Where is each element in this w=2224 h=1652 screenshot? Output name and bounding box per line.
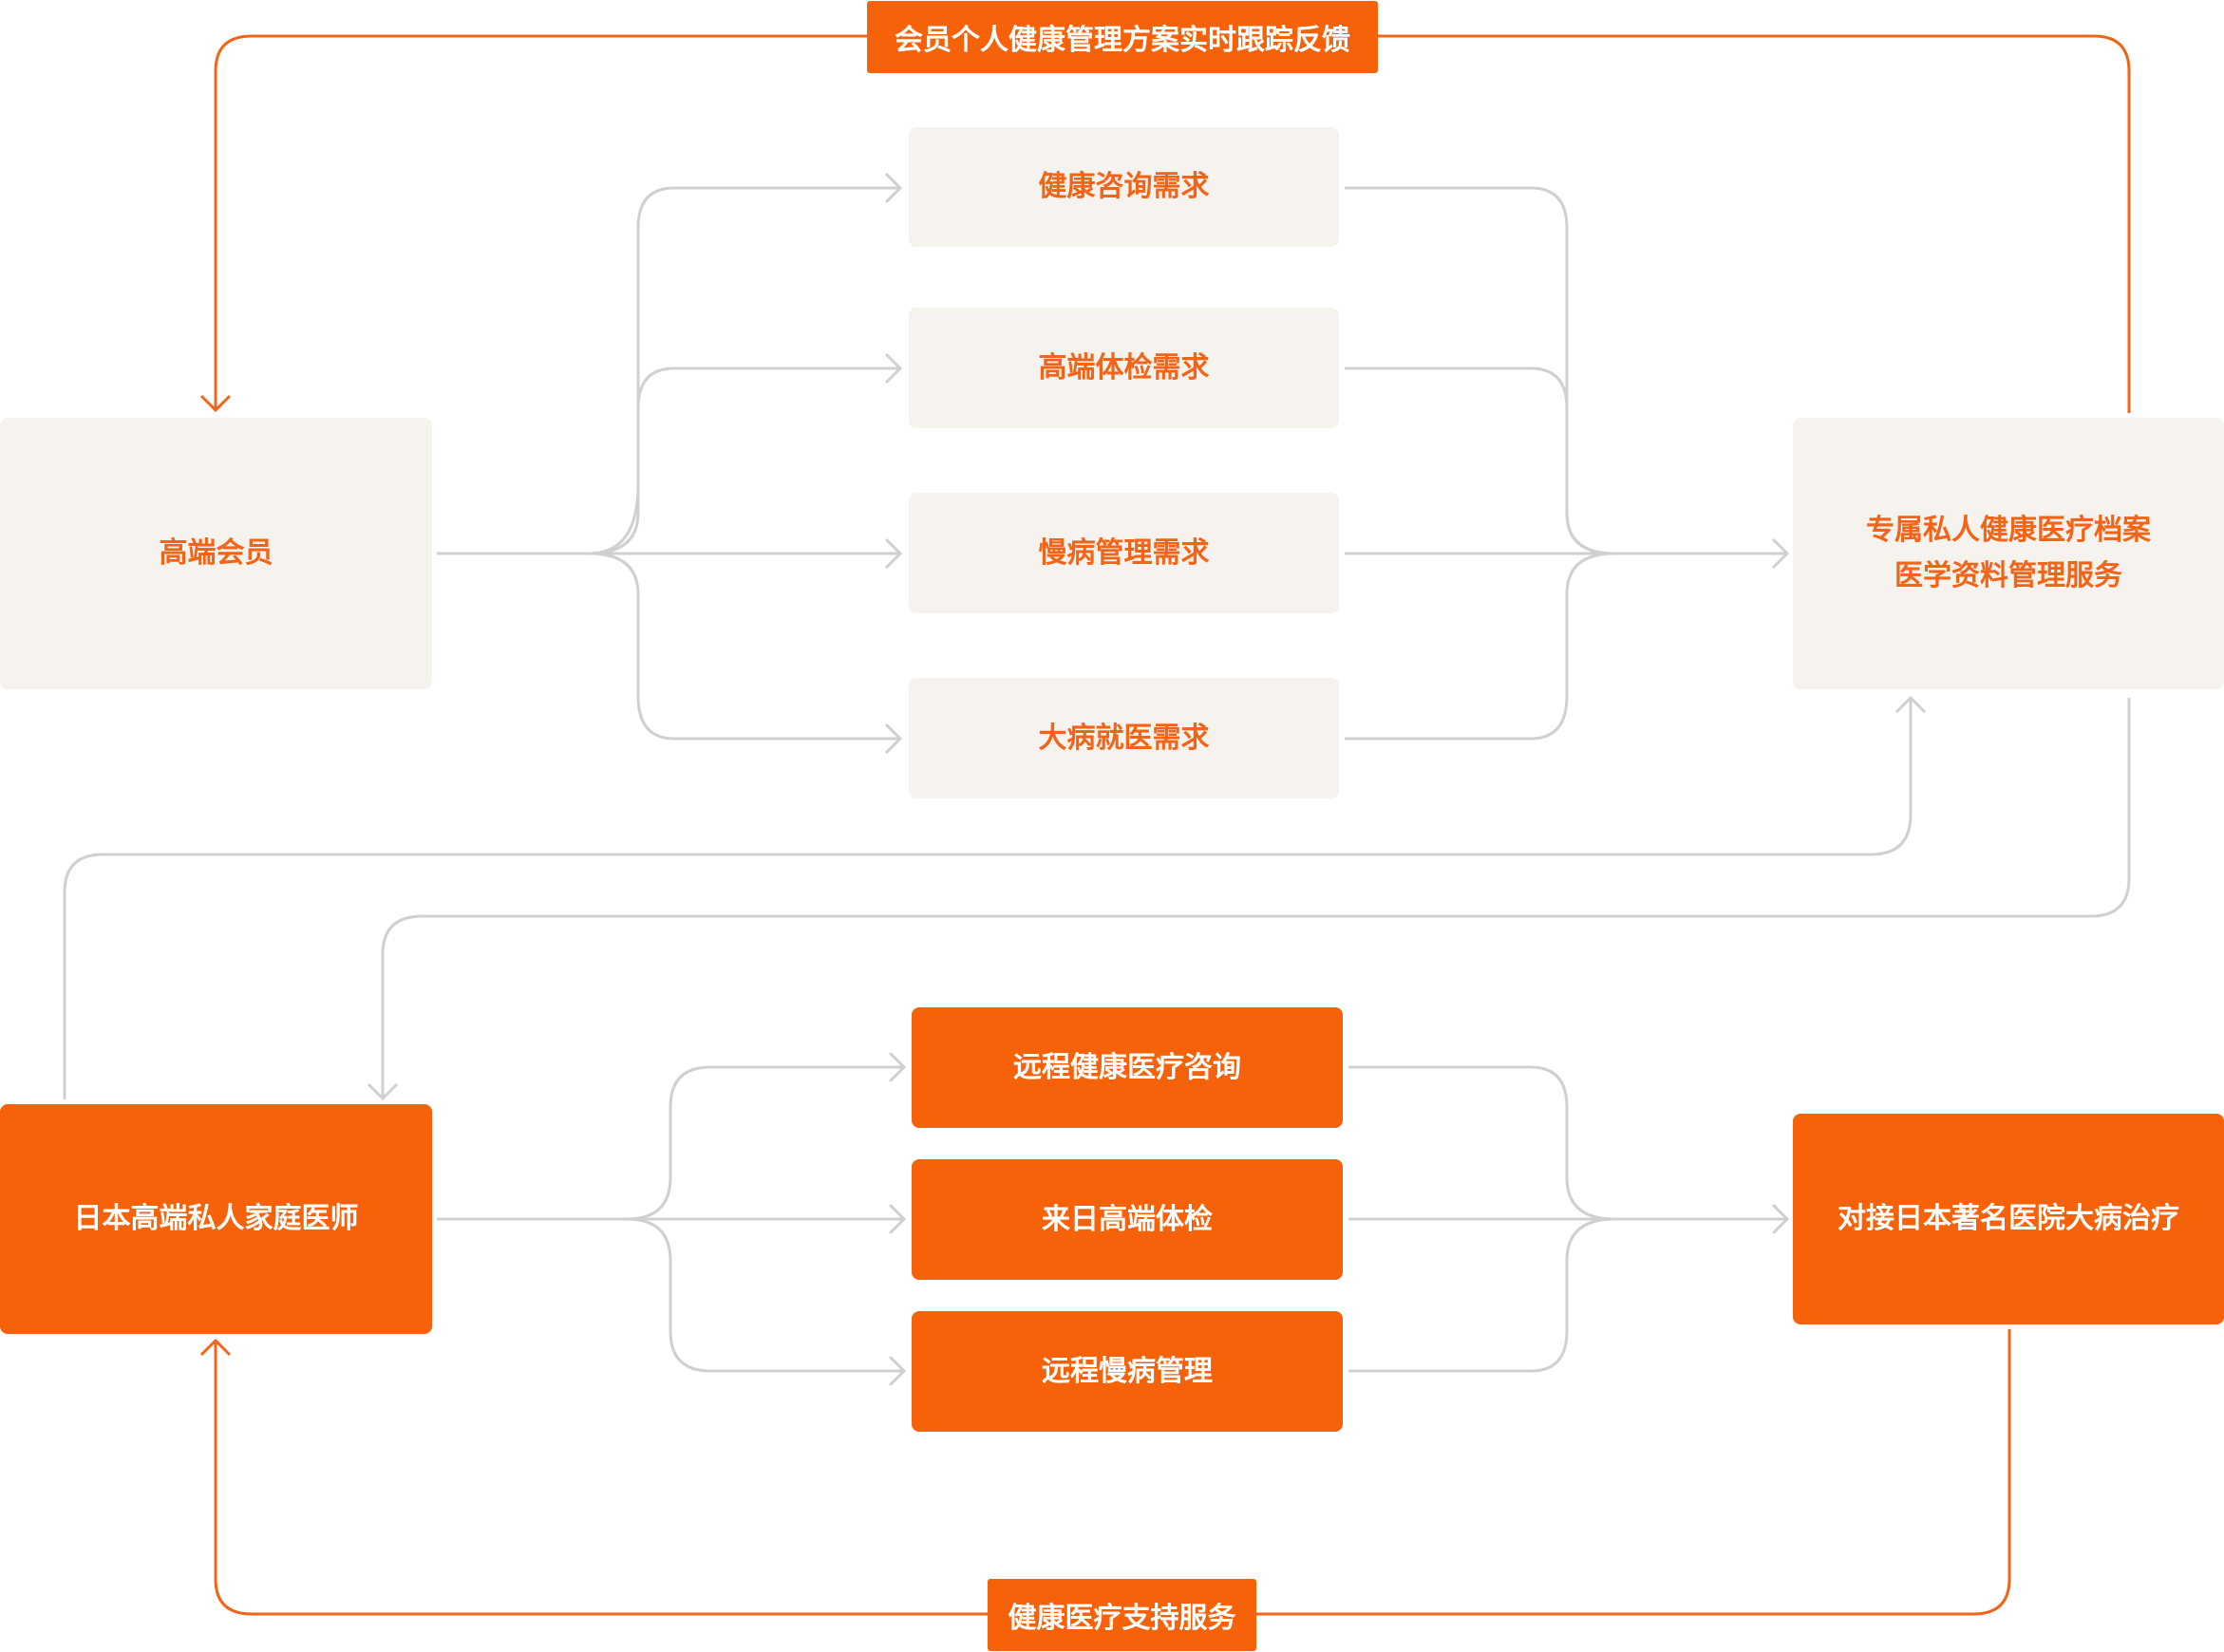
node-label: 大病就医需求 <box>1038 721 1210 755</box>
arrow-head <box>884 723 903 755</box>
node-label: 高端体检需求 <box>1038 350 1210 385</box>
connector-line <box>626 1217 904 1373</box>
upper-fan-out <box>437 172 903 755</box>
connector-line <box>588 366 900 555</box>
arrow-head <box>888 1203 907 1235</box>
arrow-head <box>1771 537 1790 570</box>
connector-line <box>381 698 2131 1098</box>
cross-connectors <box>63 695 2131 1101</box>
bottom-support-label: 健康医疗支持服务 <box>988 1579 1256 1651</box>
need-premium-checkup-node: 高端体检需求 <box>909 308 1339 428</box>
need-health-consultation-node: 健康咨询需求 <box>909 127 1339 247</box>
node-label: 健康咨询需求 <box>1038 170 1210 203</box>
lower-fan-out <box>437 1051 907 1387</box>
connector-line <box>63 698 1913 1099</box>
connector-line <box>1345 186 1615 555</box>
node-label: 对接日本著名医院大病治疗 <box>1838 1202 2179 1235</box>
connector-line <box>1348 1217 1615 1373</box>
node-label: 日本高端私人家庭医师 <box>73 1202 359 1235</box>
upper-fan-in <box>1345 186 1790 741</box>
top-feedback-label: 会员个人健康管理方案实时跟踪反馈 <box>867 1 1378 73</box>
family-doctor-node: 日本高端私人家庭医师 <box>0 1104 432 1334</box>
connector-line <box>1345 366 1615 555</box>
hospital-treatment-node: 对接日本著名医院大病治疗 <box>1793 1114 2224 1324</box>
connector-line <box>1345 552 1615 741</box>
node-label: 来日高端体检 <box>1042 1202 1213 1236</box>
arrow-head <box>888 1051 907 1083</box>
connector-line <box>626 1065 904 1221</box>
premium-member-node: 高端会员 <box>0 418 432 689</box>
lower-fan-in <box>1348 1065 1790 1373</box>
node-label: 远程健康医疗咨询 <box>1013 1050 1241 1084</box>
service-remote-consultation-node: 远程健康医疗咨询 <box>912 1007 1343 1128</box>
arrow-head <box>884 537 903 570</box>
health-record-service-node: 专属私人健康医疗档案 医学资料管理服务 <box>1793 418 2224 689</box>
service-remote-chronic-node: 远程慢病管理 <box>912 1311 1343 1432</box>
arrow-head <box>367 1082 399 1101</box>
connector-line <box>588 552 900 741</box>
arrow-head <box>888 1355 907 1387</box>
arrow-head <box>199 394 232 413</box>
node-label: 专属私人健康医疗档案 医学资料管理服务 <box>1866 514 2151 592</box>
arrow-head <box>1894 695 1927 714</box>
node-label: 远程慢病管理 <box>1042 1354 1213 1388</box>
connector-line <box>1348 1065 1615 1221</box>
node-label: 高端会员 <box>159 536 273 570</box>
arrow-head <box>1771 1203 1790 1235</box>
node-label: 慢病管理需求 <box>1038 535 1210 570</box>
service-japan-checkup-node: 来日高端体检 <box>912 1159 1343 1280</box>
arrow-head <box>199 1338 232 1357</box>
connector-line <box>588 186 900 555</box>
need-major-illness-node: 大病就医需求 <box>909 678 1339 798</box>
arrow-head <box>884 352 903 385</box>
arrow-head <box>884 172 903 204</box>
need-chronic-management-node: 慢病管理需求 <box>909 493 1339 613</box>
